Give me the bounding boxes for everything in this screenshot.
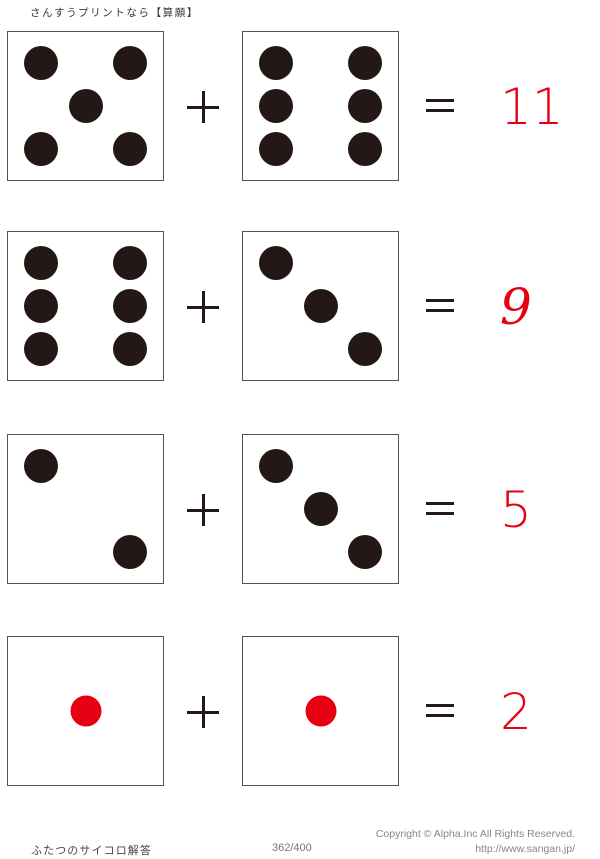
die-pip <box>303 492 338 526</box>
problem-row: 9 <box>0 231 600 383</box>
die-right <box>242 31 399 181</box>
problem-row: 11 <box>0 31 600 183</box>
site-url[interactable]: http://www.sangan.jp/ <box>475 843 575 855</box>
die-pip <box>348 46 383 81</box>
die-pip <box>113 534 148 569</box>
die-pip <box>258 246 293 281</box>
die-pip <box>258 89 293 123</box>
die-pip <box>23 46 58 81</box>
die-pip <box>258 449 293 484</box>
die-pip <box>258 131 293 166</box>
die-pip <box>113 46 148 81</box>
problem-row: 5 <box>0 434 600 586</box>
worksheet-title: ふたつのサイコロ解答 <box>31 845 152 857</box>
die-pip <box>258 46 293 81</box>
die-right <box>242 636 399 786</box>
die-pip <box>303 289 338 323</box>
die-pip <box>113 289 148 323</box>
die-left <box>7 434 164 584</box>
page-footer: ふたつのサイコロ解答 362/400 Copyright © Alpha.Inc… <box>0 820 600 859</box>
die-pip-red <box>70 695 101 727</box>
die-left <box>7 231 164 381</box>
answer-value: 2 <box>500 683 532 741</box>
die-pip <box>23 131 58 166</box>
die-pip <box>113 246 148 281</box>
answer-value: 11 <box>500 78 564 136</box>
die-pip <box>23 331 58 366</box>
die-pip-red <box>305 695 336 727</box>
copyright-text: Copyright © Alpha.Inc All Rights Reserve… <box>375 828 575 840</box>
answer-value: 5 <box>500 481 532 539</box>
die-pip <box>348 331 383 366</box>
die-pip <box>23 246 58 281</box>
worksheet: 11 9 <box>0 31 600 788</box>
die-right <box>242 434 399 584</box>
die-pip <box>113 131 148 166</box>
die-pip <box>348 131 383 166</box>
die-left <box>7 31 164 181</box>
answer-value: 9 <box>500 278 532 336</box>
die-pip <box>23 289 58 323</box>
die-pip <box>348 534 383 569</box>
die-left <box>7 636 164 786</box>
die-pip <box>23 449 58 484</box>
die-pip <box>68 89 103 123</box>
site-header-text: さんすうプリントなら【算願】 <box>30 7 199 19</box>
die-pip <box>348 89 383 123</box>
problem-row: 2 <box>0 636 600 788</box>
die-right <box>242 231 399 381</box>
page-number: 362/400 <box>272 842 312 854</box>
die-pip <box>113 331 148 366</box>
